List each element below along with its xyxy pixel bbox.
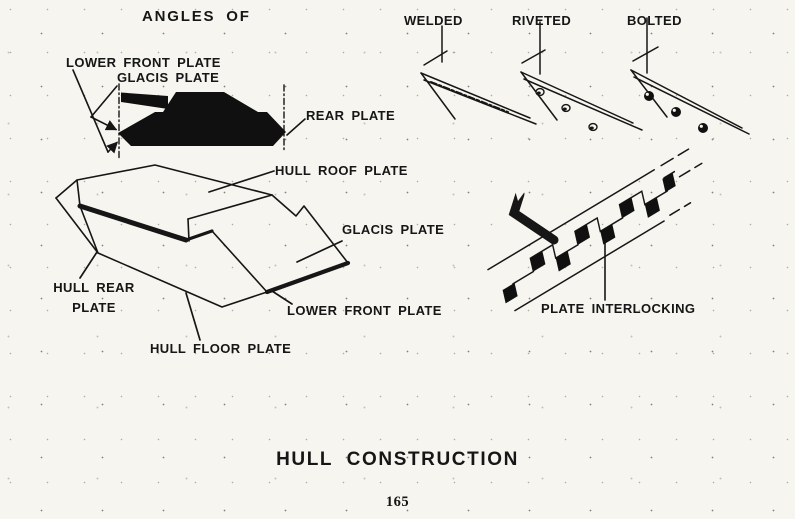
bolt-highlight: [645, 92, 649, 96]
bolts: [644, 91, 708, 133]
lower-front-leader: [271, 290, 293, 305]
bolted-label: BOLTED: [627, 13, 682, 28]
tank-gun-silhouette: [121, 92, 168, 109]
hull-roof-plate-label: HULL ROOF PLATE: [275, 163, 408, 178]
bolt: [671, 107, 681, 117]
bolt-highlight: [672, 108, 676, 112]
hull-outline-bottom: [55, 197, 268, 308]
riveted-label: RIVETED: [512, 13, 572, 28]
rivet-shade: [589, 126, 594, 130]
welded-label: WELDED: [404, 13, 463, 28]
page-number: 165: [385, 494, 410, 510]
glacis-plate-leader: [90, 85, 118, 118]
hull-lower-front-plate-label: LOWER FRONT PLATE: [287, 303, 442, 318]
angles-of-title: ANGLES OF: [142, 8, 251, 25]
welded-plate-upper-edge: [420, 72, 531, 119]
riveted-plate-upper-edge: [520, 71, 634, 124]
bolted-plate-lower-edge: [633, 76, 750, 135]
roof-shadow-step: [184, 229, 214, 242]
rear-plate-right-edge: [79, 205, 99, 254]
bolt: [698, 123, 708, 133]
glacis-leader: [296, 240, 343, 263]
page-title: HULL CONSTRUCTION: [276, 449, 519, 470]
interlock-black-tooth: [574, 224, 591, 245]
bolt: [644, 91, 654, 101]
welded-joint-diagram: [420, 25, 537, 125]
side-top-edge: [211, 230, 268, 293]
hull-rear-plate-label-line1: HULL REAR: [53, 280, 135, 295]
interlock-black-tooth: [502, 282, 518, 304]
hull-floor-plate-label: HULL FLOOR PLATE: [150, 341, 292, 356]
lower-front-plate-arrow: [106, 141, 118, 154]
upper-plate-back-edge: [487, 168, 656, 271]
interlock-black-tooth: [555, 250, 571, 272]
lower-plate-continuation-dashes: [669, 202, 692, 216]
bolt-highlight: [699, 124, 703, 128]
glacis-plate-arrow: [90, 116, 118, 131]
plate-interlocking-label: PLATE INTERLOCKING: [541, 301, 696, 316]
rear-leader: [79, 251, 98, 279]
hull-rear-plate-label: HULL REAR PLATE: [44, 280, 144, 317]
roof-front-edge: [187, 194, 273, 220]
interlock-teeth: [502, 170, 676, 304]
lower-front-plate-thick-edge: [264, 260, 351, 295]
interlock-black-tooth: [662, 172, 676, 193]
rivet-shade: [536, 91, 541, 95]
interlock-black-tooth: [619, 197, 635, 218]
ribbon-swallowtail-notch: [514, 187, 526, 201]
rear-plate-label: REAR PLATE: [306, 108, 396, 123]
upper-plate-continuation-dashes: [660, 148, 690, 167]
riveted-plate-flap: [521, 49, 546, 64]
plate-interlocking-diagram: [487, 148, 703, 312]
angles-of-diagram: [72, 69, 306, 159]
rivet-shade: [562, 107, 567, 111]
bolted-plate-flap: [632, 46, 659, 62]
weld-seam: [430, 81, 509, 113]
riveted-plate-lower-edge: [523, 78, 643, 131]
seam-continuation-dashes: [678, 162, 703, 178]
rear-plate-left-edge: [76, 179, 81, 207]
tank-hull-silhouette: [118, 112, 286, 146]
glacis-plate-label: GLACIS PLATE: [117, 70, 220, 85]
lower-front-plate-leader: [72, 69, 109, 153]
interlock-black-tooth: [530, 250, 546, 272]
floor-leader: [185, 292, 201, 341]
rear-plate-leader: [286, 118, 306, 136]
hull-3d-diagram: [55, 164, 351, 341]
bolted-plate-upper-edge: [630, 69, 743, 129]
welded-plate-lower-edge: [423, 79, 537, 125]
hull-rear-plate-label-line2: PLATE: [72, 300, 116, 316]
hull-glacis-plate-label: GLACIS PLATE: [342, 222, 445, 237]
welded-vertical-plate-edge: [420, 72, 456, 120]
riveted-joint-diagram: [520, 21, 643, 132]
interlock-black-tooth: [644, 197, 660, 218]
lower-plate-front-edge: [514, 220, 665, 312]
bolted-joint-diagram: [630, 17, 750, 135]
roof-leader: [208, 170, 275, 193]
interlock-black-tooth: [600, 224, 616, 245]
lower-front-plate-label: LOWER FRONT PLATE: [66, 55, 221, 70]
welded-plate-flap: [423, 50, 448, 66]
rivets: [535, 87, 598, 132]
roof-shadow-band: [77, 203, 189, 243]
tank-turret-silhouette: [163, 92, 258, 112]
